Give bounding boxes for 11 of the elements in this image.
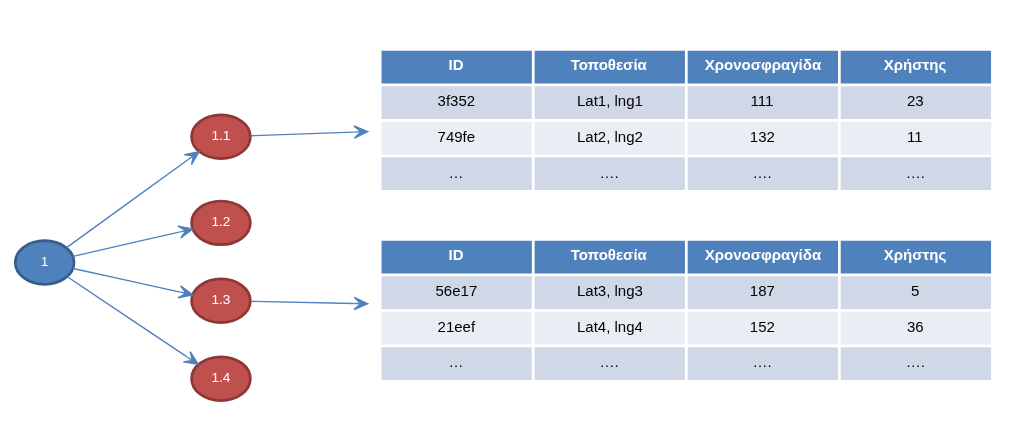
arrow — [71, 225, 193, 257]
node-ellipse: 1.2 — [189, 199, 252, 247]
arrow — [249, 296, 368, 311]
node-ellipse: 1.4 — [189, 355, 252, 402]
arrow — [65, 150, 200, 249]
arrow — [249, 125, 368, 139]
arrow — [71, 267, 193, 299]
node-ellipse: 1.1 — [189, 113, 252, 160]
node-ellipse: 1 — [13, 239, 75, 286]
node-ellipse: 1.3 — [189, 277, 252, 324]
arrow — [66, 276, 199, 365]
